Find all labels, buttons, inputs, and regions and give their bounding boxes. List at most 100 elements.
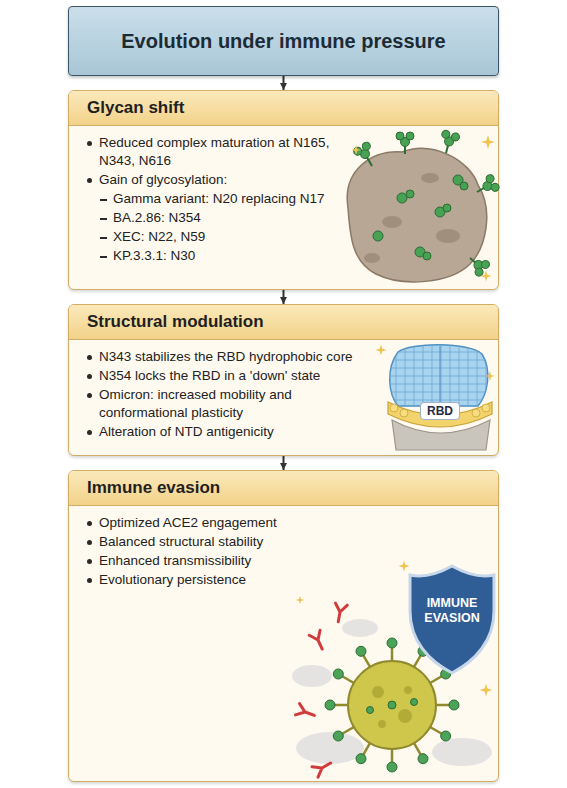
glycan-protein-illustration-part-part — [401, 138, 410, 147]
bullet-item: KP.3.3.1: N30 — [101, 247, 331, 265]
panel-heading: Immune evasion — [87, 478, 480, 498]
bullet-text: KP.3.3.1: N30 — [113, 248, 195, 263]
spike-rbd-illustration-part-part — [375, 344, 386, 355]
virus-immune-evasion-illustration-part — [292, 619, 492, 766]
virus-immune-evasion-illustration-part-part — [292, 665, 332, 687]
virus-immune-evasion-illustration-part — [295, 603, 347, 777]
title-text: Evolution under immune pressure — [121, 30, 446, 53]
bullet-marker — [100, 256, 107, 258]
virus-immune-evasion-illustration-part-part — [296, 596, 304, 604]
bullet-marker — [100, 237, 107, 239]
glycan-protein-illustration-part-part — [435, 207, 445, 217]
virus-immune-evasion-illustration-part-part — [430, 676, 442, 683]
panel-header-band: Glycan shift — [69, 91, 498, 126]
bullet-text: Evolutionary persistence — [99, 572, 246, 587]
bullet-marker — [87, 355, 92, 360]
flow-arrow — [283, 290, 285, 304]
virus-immune-evasion-illustration-part-part — [441, 669, 451, 679]
glycan-protein-illustration-part — [364, 253, 380, 263]
glycan-protein-illustration-part-part — [451, 132, 461, 142]
virus-immune-evasion-illustration — [292, 560, 494, 777]
virus-immune-evasion-illustration-part-part — [414, 743, 421, 755]
glycan-protein-illustration-part-part — [481, 135, 495, 149]
virus-immune-evasion-illustration-part — [367, 699, 418, 714]
virus-immune-evasion-illustration-part-part — [356, 646, 366, 656]
glycan-protein-illustration-part-part — [373, 231, 383, 241]
bullet-item: Gamma variant: N20 replacing N17 — [101, 190, 331, 208]
label-holder: IMMUNE EVASION — [414, 596, 490, 626]
glycan-protein-illustration-part-part — [404, 145, 406, 154]
bullet-text: Gamma variant: N20 replacing N17 — [113, 191, 325, 206]
virus-immune-evasion-illustration-part-part — [312, 758, 334, 777]
glycan-protein-illustration-part-part — [352, 146, 363, 157]
virus-immune-evasion-illustration-part-part — [342, 676, 354, 683]
spike-rbd-illustration-part-part — [400, 409, 408, 417]
section-panel: Structural modulationN343 stabilizes the… — [68, 304, 499, 456]
bullet-text: BA.2.86: N354 — [113, 210, 201, 225]
spike-rbd-illustration-part-part — [485, 371, 495, 381]
bullet-item: XEC: N22, N59 — [101, 228, 331, 246]
virus-immune-evasion-illustration-part-part — [363, 743, 370, 755]
virus-immune-evasion-illustration-part-part — [398, 709, 412, 723]
bullet-text: Gain of glycosylation: — [99, 172, 227, 187]
bullet-item: Omicron: increased mobility and conforma… — [87, 386, 377, 422]
glycan-protein-illustration-part-part — [453, 175, 463, 185]
bullet-marker — [87, 540, 92, 545]
bullet-text: Omicron: increased mobility and conforma… — [99, 387, 292, 420]
glycan-protein-illustration-part-part — [406, 132, 414, 140]
glycan-protein-illustration-part-part — [423, 252, 431, 260]
label-holder: RBD — [420, 402, 460, 420]
glycan-protein-illustration-part-part — [460, 182, 468, 190]
spike-rbd-illustration-part — [392, 420, 490, 450]
glycan-protein-illustration-part-part — [441, 129, 451, 139]
bullet-text: Balanced structural stability — [99, 534, 263, 549]
section-panel: Glycan shiftReduced complex maturation a… — [68, 90, 499, 290]
virus-immune-evasion-illustration-part-part — [387, 762, 397, 772]
virus-immune-evasion-illustration-part — [348, 661, 436, 749]
virus-immune-evasion-illustration-part — [334, 647, 450, 763]
virus-immune-evasion-illustration-part-part — [398, 560, 409, 571]
panel-header-band: Immune evasion — [69, 471, 498, 506]
glycan-protein-illustration-part-part — [444, 136, 455, 147]
glycan-protein-illustration-part-part — [367, 156, 373, 166]
virus-immune-evasion-illustration-part-part — [430, 727, 442, 734]
virus-immune-evasion-illustration-part-part — [391, 647, 394, 661]
glycan-protein-illustration-part — [382, 216, 402, 228]
bullet-item: Enhanced transmissibility — [87, 552, 317, 570]
bullet-text: XEC: N22, N59 — [113, 229, 205, 244]
spike-rbd-illustration-part — [375, 344, 495, 381]
bullet-item: Alteration of NTD antigenicity — [87, 423, 377, 441]
bullet-marker — [87, 559, 92, 564]
bullet-text: N343 stabilizes the RBD hydrophobic core — [99, 349, 353, 364]
glycan-protein-illustration-part — [436, 229, 460, 243]
spike-rbd-illustration-part — [390, 345, 488, 406]
glycan-protein-illustration-part-part — [480, 270, 491, 281]
glycan-protein-illustration-part-part — [406, 190, 414, 198]
virus-immune-evasion-illustration-part-part — [309, 630, 327, 651]
glycan-protein-illustration-part-part — [446, 144, 448, 153]
glycan-protein-illustration-part-part — [470, 258, 476, 263]
bullet-item: Balanced structural stability — [87, 533, 317, 551]
spike-rbd-illustration-part — [440, 346, 441, 406]
glycan-protein-illustration-part — [473, 173, 501, 200]
virus-immune-evasion-illustration-part-part — [418, 754, 428, 764]
virus-immune-evasion-illustration-part — [372, 686, 412, 728]
bullet-marker — [87, 430, 92, 435]
virus-immune-evasion-illustration-part-part — [342, 619, 378, 637]
title-box: Evolution under immune pressure — [68, 6, 499, 76]
structure-label: RBD — [420, 402, 460, 420]
bullet-text: Alteration of NTD antigenicity — [99, 424, 274, 439]
virus-immune-evasion-illustration-part-part — [436, 704, 450, 707]
virus-immune-evasion-illustration-part-part — [378, 720, 386, 728]
bullet-text: Reduced complex maturation at N165, N343… — [99, 135, 329, 168]
panel-heading: Structural modulation — [87, 312, 480, 332]
virus-immune-evasion-illustration-part-part — [391, 749, 394, 763]
virus-immune-evasion-illustration-part — [296, 560, 493, 696]
bullet-item: Reduced complex maturation at N165, N343… — [87, 134, 331, 170]
glycan-protein-illustration-part-part — [480, 259, 491, 270]
shield-label: IMMUNE EVASION — [414, 596, 490, 626]
bullet-text: Optimized ACE2 engagement — [99, 515, 277, 530]
spike-rbd-illustration-part — [388, 402, 492, 427]
virus-immune-evasion-illustration-part-part — [333, 669, 343, 679]
